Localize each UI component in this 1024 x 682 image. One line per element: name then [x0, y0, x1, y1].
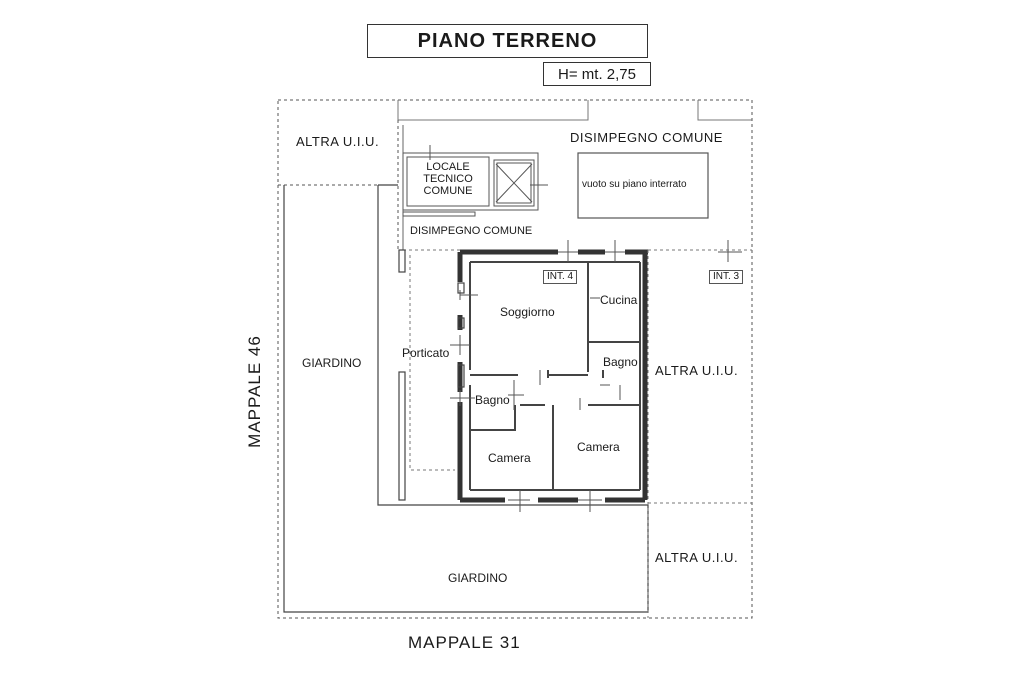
locale-tecnico-room: [406, 156, 490, 207]
vent-box: [493, 159, 535, 207]
room-bagno-left: Bagno: [475, 393, 510, 407]
room-camera-right: Camera: [577, 440, 620, 454]
vent-tick: [530, 175, 548, 195]
title-box: PIANO TERRENO: [367, 24, 648, 58]
area-porticato: Porticato: [402, 346, 450, 360]
porticato-post: [398, 249, 406, 273]
top-recess-left: [397, 100, 589, 121]
label-locale-tecnico: LOCALE TECNICO COMUNE: [423, 161, 473, 197]
badge-int-4: INT. 4: [543, 270, 578, 284]
label-altra-uiu-top-left: ALTRA U.I.U.: [296, 134, 380, 149]
room-camera-left: Camera: [488, 451, 531, 465]
area-giardino-bottom: GIARDINO: [448, 571, 508, 585]
room-bagno-right: Bagno: [603, 355, 638, 369]
room-cucina: Cucina: [600, 293, 638, 307]
height-note: H= mt. 2,75: [543, 62, 651, 86]
room-soggiorno: Soggiorno: [500, 305, 555, 319]
wall-bagno-left: [469, 385, 516, 431]
page-title: PIANO TERRENO: [417, 29, 598, 52]
label-disimpegno-comune-mid: DISIMPEGNO COMUNE: [410, 225, 533, 237]
label-altra-uiu-right-bottom: ALTRA U.I.U.: [655, 550, 739, 565]
vent-cross: [495, 163, 533, 203]
porticato-dashed: [409, 255, 455, 471]
locale-tick: [420, 145, 440, 160]
badge-int-3: INT. 3: [709, 270, 744, 284]
porticato-rail: [398, 371, 406, 501]
label-altra-uiu-right-mid: ALTRA U.I.U.: [655, 363, 739, 378]
vuoto-box: [577, 152, 709, 219]
label-vuoto: vuoto su piano interrato: [582, 179, 687, 190]
step-strip: [402, 211, 476, 217]
property-boundary: [277, 99, 753, 619]
label-mappale-46: MAPPALE 46: [244, 335, 264, 448]
top-recess-right: [697, 100, 752, 121]
vent-inner: [496, 162, 532, 204]
label-disimpegno-comune-top: DISIMPEGNO COMUNE: [570, 130, 723, 145]
label-mappale-31: MAPPALE 31: [408, 633, 521, 652]
area-giardino-left: GIARDINO: [302, 356, 362, 370]
